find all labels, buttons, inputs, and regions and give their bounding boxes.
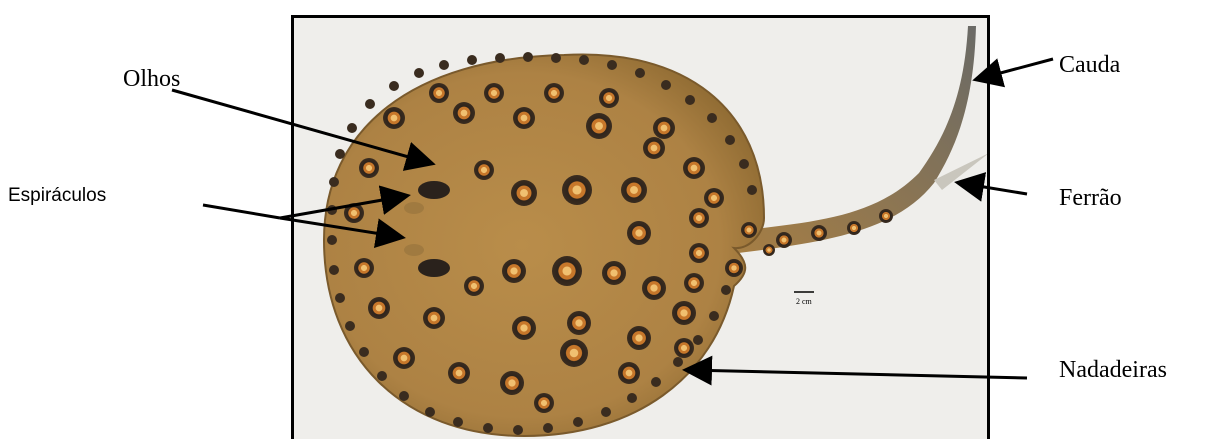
scale-bar-label: 2 cm xyxy=(796,297,813,306)
label-ferrao: Ferrão xyxy=(1059,185,1122,212)
label-espiraculos: Espiráculos xyxy=(8,185,106,207)
label-cauda: Cauda xyxy=(1059,52,1120,79)
label-olhos: Olhos xyxy=(123,66,180,93)
arrow-espiraculos-stem xyxy=(203,205,280,218)
stingray-illustration: 2 cm xyxy=(294,18,990,439)
label-nadadeiras: Nadadeiras xyxy=(1059,357,1167,384)
photo-frame: 2 cm xyxy=(291,15,990,439)
